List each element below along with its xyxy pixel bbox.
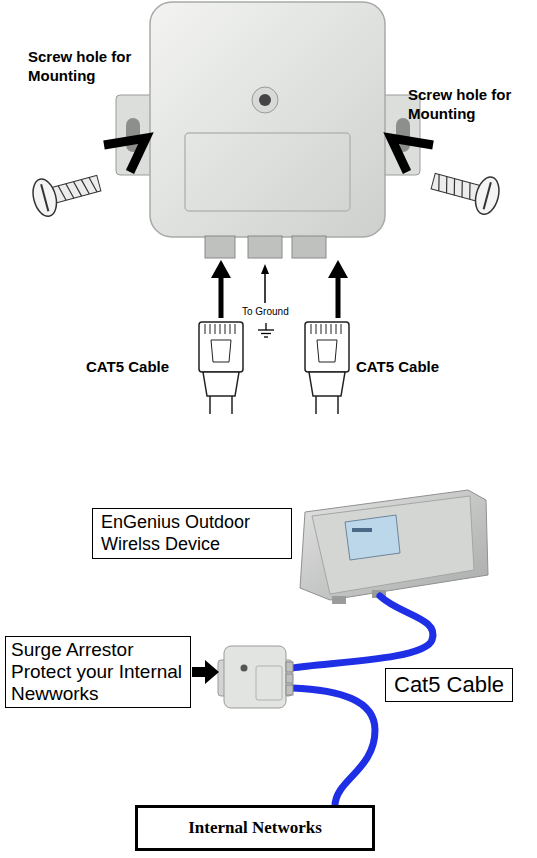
device-face	[312, 496, 474, 594]
pointer-chevron	[391, 138, 433, 172]
arrow-head	[211, 260, 231, 278]
cable-caption-box: Cat5 Cable	[385, 668, 513, 702]
screw-icon	[29, 165, 104, 219]
plug-body	[305, 322, 349, 372]
arrestor-caption-box: Surge Arrestor Protect your Internal New…	[5, 636, 191, 708]
screw-head	[29, 176, 60, 218]
screw-head	[472, 174, 503, 216]
device-label	[345, 515, 400, 560]
arrow-head	[328, 260, 348, 278]
ground-symbol	[258, 323, 274, 337]
cable-label: CAT5 Cable	[356, 358, 439, 377]
screw-icon	[428, 163, 503, 217]
plug-contacts	[311, 324, 341, 334]
ground-bar	[261, 333, 271, 334]
arrestor-port	[286, 662, 293, 672]
arrestor-hole	[241, 665, 248, 672]
screw-shaft	[52, 175, 101, 202]
cable-label: CAT5 Cable	[86, 358, 169, 377]
ground-bar	[264, 336, 268, 337]
arrestor-port	[286, 674, 293, 683]
plug-boot	[203, 372, 239, 396]
ground-arrow	[264, 272, 266, 303]
plug-latch	[317, 340, 337, 362]
box-text: Internal Networks	[146, 818, 364, 838]
device-caption-box: EnGenius Outdoor Wirelss Device	[92, 508, 292, 559]
screw-thread	[435, 175, 474, 200]
pointer-chevron	[104, 138, 146, 172]
screw-slot-line	[484, 182, 491, 209]
cable-end	[316, 396, 338, 414]
insert-arrow	[219, 274, 224, 318]
arrestor-housing	[116, 2, 420, 258]
cable-port	[292, 236, 326, 258]
rj45-plug	[199, 322, 243, 414]
cable-port	[205, 236, 235, 258]
ground-stem	[265, 323, 266, 330]
cat5-cable	[292, 596, 433, 668]
arrestor-body	[224, 646, 286, 708]
screw-thread	[58, 177, 97, 202]
arrestor-port	[286, 685, 293, 695]
arrestor-panel	[256, 666, 282, 700]
rj45-plug	[305, 322, 349, 414]
network-box: Internal Networks	[135, 805, 375, 851]
cat5-cable	[292, 688, 375, 806]
arrestor-icon	[218, 646, 293, 708]
box-text: Surge Arrestor Protect your Internal New…	[11, 639, 185, 705]
plug-latch	[211, 340, 231, 362]
screw-slot-line	[41, 184, 48, 211]
arrow-head	[261, 264, 269, 274]
cable-end	[210, 396, 232, 414]
housing-body	[150, 2, 385, 237]
insert-arrow	[336, 274, 341, 318]
box-text: Cat5 Cable	[394, 672, 504, 698]
screw-shaft	[431, 173, 480, 200]
device-port	[332, 596, 346, 604]
pointer-arrow	[192, 660, 219, 684]
plug-contacts	[205, 324, 235, 334]
housing-hole-core	[259, 94, 271, 106]
housing-panel	[185, 133, 350, 211]
ground-port	[248, 236, 282, 258]
device-body	[300, 490, 488, 600]
device-label-mark	[352, 528, 372, 532]
plug-body	[199, 322, 243, 372]
housing-hole	[252, 87, 278, 113]
callout-label: Screw hole for Mounting	[28, 48, 136, 86]
outdoor-device	[300, 490, 488, 604]
ground-bar	[258, 329, 274, 330]
box-text: EnGenius Outdoor Wirelss Device	[101, 512, 283, 555]
callout-label: Screw hole for Mounting	[408, 86, 516, 124]
plug-boot	[309, 372, 345, 396]
ground-label: To Ground	[242, 306, 289, 319]
